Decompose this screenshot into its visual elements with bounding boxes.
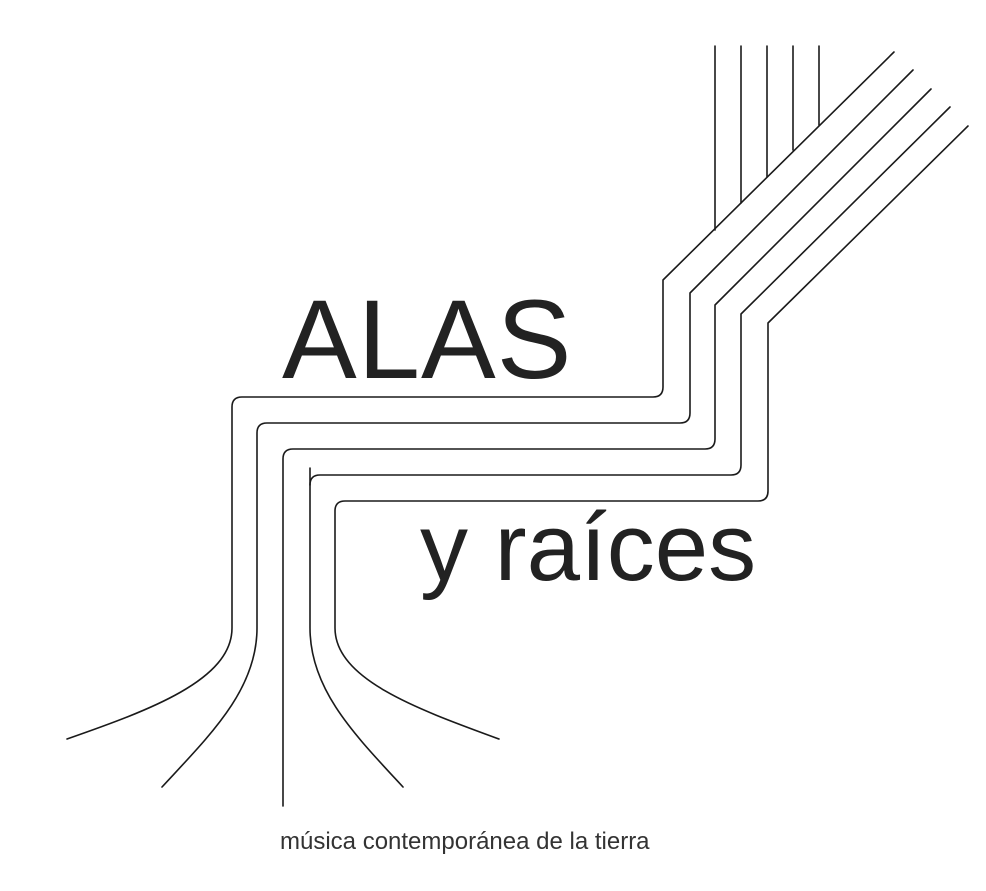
stepped-line-5 bbox=[334, 125, 969, 740]
title-y-raices: y raíces bbox=[420, 494, 757, 601]
title-alas: ALAS bbox=[282, 277, 573, 402]
stepped-line-1 bbox=[66, 51, 895, 740]
tagline: música contemporánea de la tierra bbox=[280, 828, 650, 855]
stepped-line-3 bbox=[282, 88, 932, 807]
stepped-line-4 bbox=[309, 106, 951, 788]
stepped-line-2 bbox=[161, 69, 914, 788]
